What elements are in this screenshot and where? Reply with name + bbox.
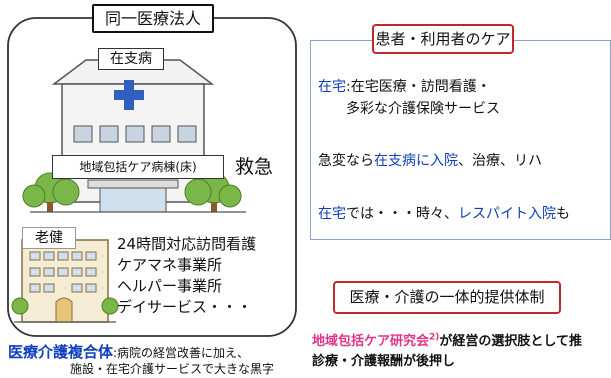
home-care-line2: 多彩な介護保険サービス [346,101,500,117]
tree-left [22,172,80,212]
emergency-line: 急変なら在支病に入院、治療、リハ [318,150,542,170]
respite-home: 在宅 [318,206,346,222]
complex-text2: 施設・在宅介護サービスで大きな黒字 [70,362,275,376]
service-list: 24時間対応訪問看護 ケアマネ事業所 ヘルパー事業所 デイサービス・・・ [117,234,256,318]
research-line1: 地域包括ケア研究会2)が経営の選択肢として推 [312,330,582,349]
roken-label: 老健 [22,227,76,249]
emergency-highlight: 在支病に入院 [374,153,458,169]
roken-trees [11,297,119,315]
ward-label: 地域包括ケア病棟(床) [52,155,224,179]
service-item: ケアマネ事業所 [117,256,223,274]
research-line2: 診療・介護報酬が後押し [312,354,456,369]
respite-suffix: も [556,206,570,222]
hospital-cross-h [114,90,144,100]
respite-mid: では・・・時々、 [346,206,458,222]
service-item: ヘルパー事業所 [117,277,223,295]
respite-line: 在宅では・・・時々、レスパイト入院も [318,203,570,223]
home-label: 在宅 [318,79,346,95]
research-ref: 2) [429,332,440,343]
hospital-entrance-canopy [87,179,179,189]
tree-right [184,172,242,212]
home-text1: :在宅医療・訪問看護・ [346,79,491,95]
group-label: 同一医療法人 [92,4,214,33]
research-text1: が経営の選択肢として推 [439,334,583,349]
emergency-prefix: 急変なら [318,153,374,169]
hospital-entrance-door [99,187,167,213]
complex-title: 医療介護複合体 [8,343,114,361]
emergency-label: 救急 [235,156,274,178]
complex-text1: :病院の経営改善に加え、 [113,346,250,360]
complex-caption: 医療介護複合体:病院の経営改善に加え、 [8,341,249,362]
emergency-suffix: 、治療、リハ [458,153,542,169]
roken-windows [29,251,97,293]
hospital-windows [73,125,197,143]
research-name: 地域包括ケア研究会 [312,334,430,349]
hospital-label: 在支病 [98,48,164,70]
service-item: 24時間対応訪問看護 [117,235,257,253]
integrated-label: 医療・介護の一体的提供体制 [333,281,561,314]
roken-door [55,297,73,323]
respite-highlight: レスパイト入院 [458,206,556,222]
service-item: デイサービス・・・ [117,298,253,316]
home-care-line1: 在宅:在宅医療・訪問看護・ [318,76,491,96]
care-label: 患者・利用者のケア [372,24,514,54]
